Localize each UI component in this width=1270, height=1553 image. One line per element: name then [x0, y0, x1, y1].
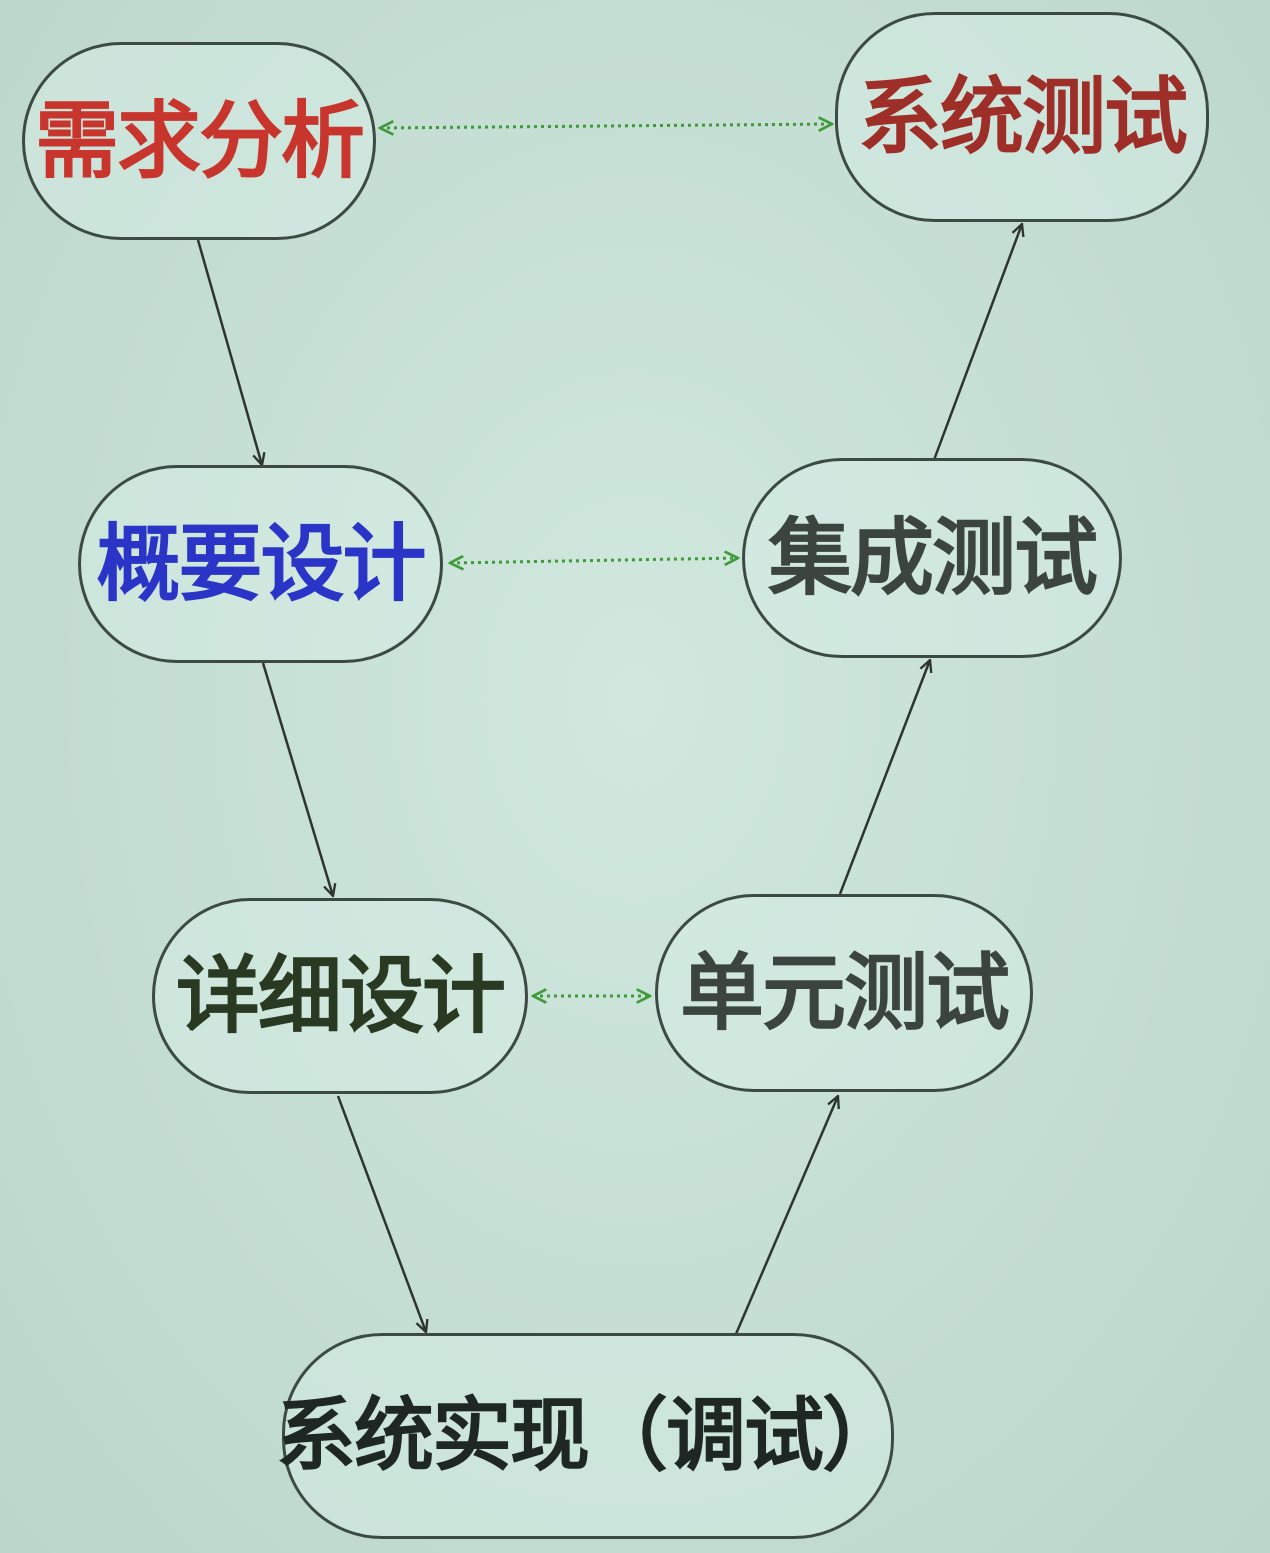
arrow-requirements-to-architecture [196, 239, 262, 465]
node-label: 集成测试 [767, 509, 1098, 607]
node-detailed-design: 详细设计 [152, 898, 528, 1094]
node-requirements-analysis: 需求分析 [22, 42, 376, 240]
arrow-architecture-to-detailed [261, 662, 333, 896]
dotted-arrow-requirements-system-test [380, 124, 832, 128]
arrow-detailed-to-implementation [336, 1095, 426, 1332]
node-unit-test: 单元测试 [655, 894, 1033, 1092]
arrow-implementation-to-unit [734, 1096, 838, 1335]
arrow-integration-to-system [932, 224, 1022, 461]
node-label: 详细设计 [175, 947, 506, 1045]
node-architecture-design: 概要设计 [78, 465, 443, 663]
node-label: 系统实现（调试） [276, 1389, 902, 1482]
node-system-test: 系统测试 [835, 12, 1209, 222]
node-label: 系统测试 [857, 68, 1188, 166]
node-label: 单元测试 [679, 944, 1010, 1042]
node-label: 需求分析 [34, 92, 365, 190]
arrow-unit-to-integration [838, 660, 930, 895]
dotted-arrow-architecture-integration [450, 558, 738, 563]
node-label: 概要设计 [96, 515, 426, 613]
node-integration-test: 集成测试 [742, 458, 1122, 658]
node-system-implementation: 系统实现（调试） [276, 1333, 902, 1539]
